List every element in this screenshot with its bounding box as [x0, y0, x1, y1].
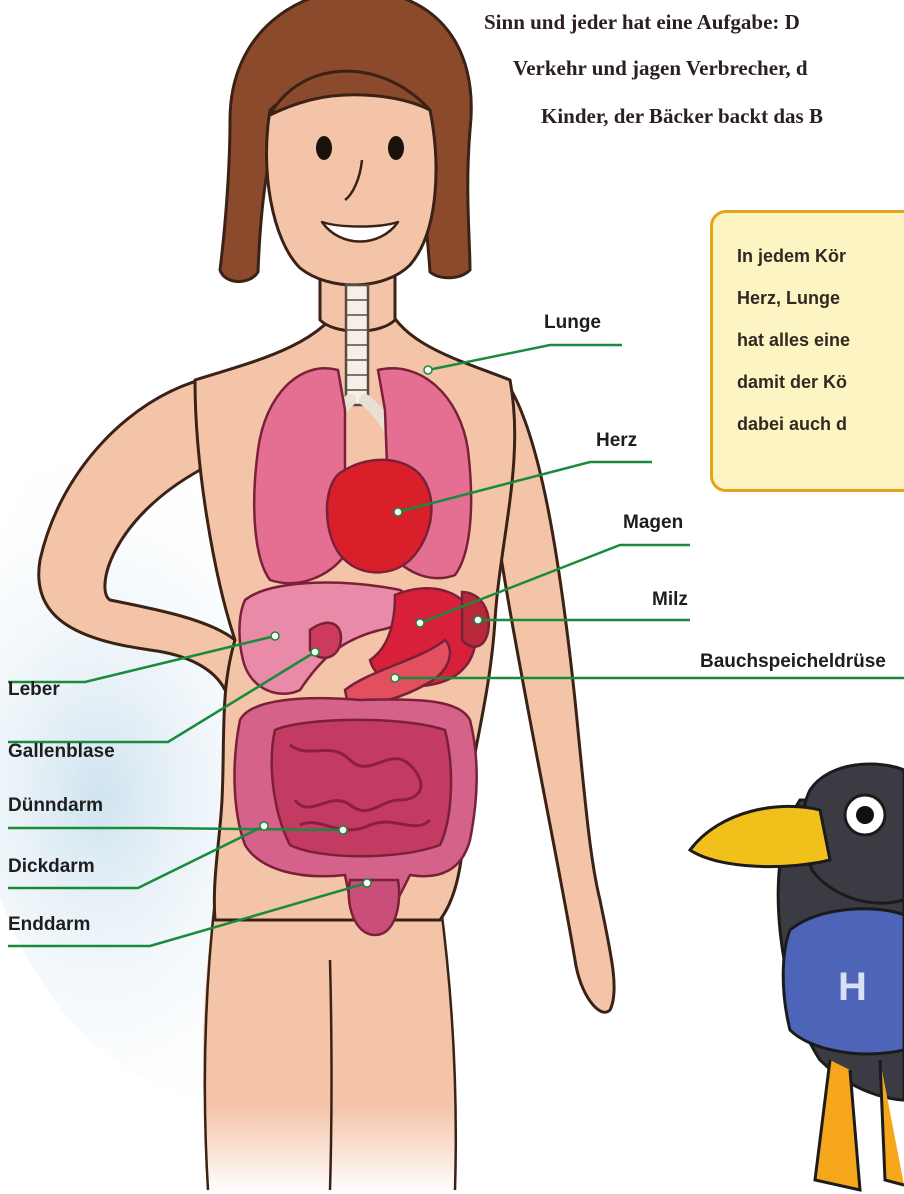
label-dickdarm: Dickdarm: [8, 856, 95, 878]
intro-line-3: Kinder, der Bäcker backt das B: [541, 104, 823, 129]
info-line-2: Herz, Lunge: [737, 277, 904, 319]
info-line-1: In jedem Kör: [737, 235, 904, 277]
label-enddarm: Enddarm: [8, 914, 90, 936]
label-bauchspeicheldruese: Bauchspeicheldrüse: [700, 651, 886, 673]
small-intestine: [272, 720, 451, 856]
info-line-5: dabei auch d: [737, 403, 904, 445]
label-milz: Milz: [652, 589, 688, 611]
right-eye: [388, 136, 404, 160]
left-eye: [316, 136, 332, 160]
intro-line-1: Sinn und jeder hat eine Aufgabe: D: [484, 10, 800, 35]
label-gallenblase: Gallenblase: [8, 741, 115, 763]
intro-line-2: Verkehr und jagen Verbrecher, d: [513, 56, 808, 81]
label-lunge: Lunge: [544, 312, 601, 334]
raven-mascot: [690, 764, 904, 1190]
raven-shirt-letter: H: [838, 965, 867, 1009]
label-magen: Magen: [623, 512, 683, 534]
label-duenndarm: Dünndarm: [8, 795, 103, 817]
face: [267, 88, 436, 285]
info-line-3: hat alles eine: [737, 319, 904, 361]
raven-pupil: [856, 806, 874, 824]
raven-beak: [690, 806, 830, 866]
label-leber: Leber: [8, 679, 60, 701]
info-box: In jedem Kör Herz, Lunge hat alles eine …: [710, 210, 904, 492]
info-line-4: damit der Kö: [737, 361, 904, 403]
label-herz: Herz: [596, 430, 637, 452]
